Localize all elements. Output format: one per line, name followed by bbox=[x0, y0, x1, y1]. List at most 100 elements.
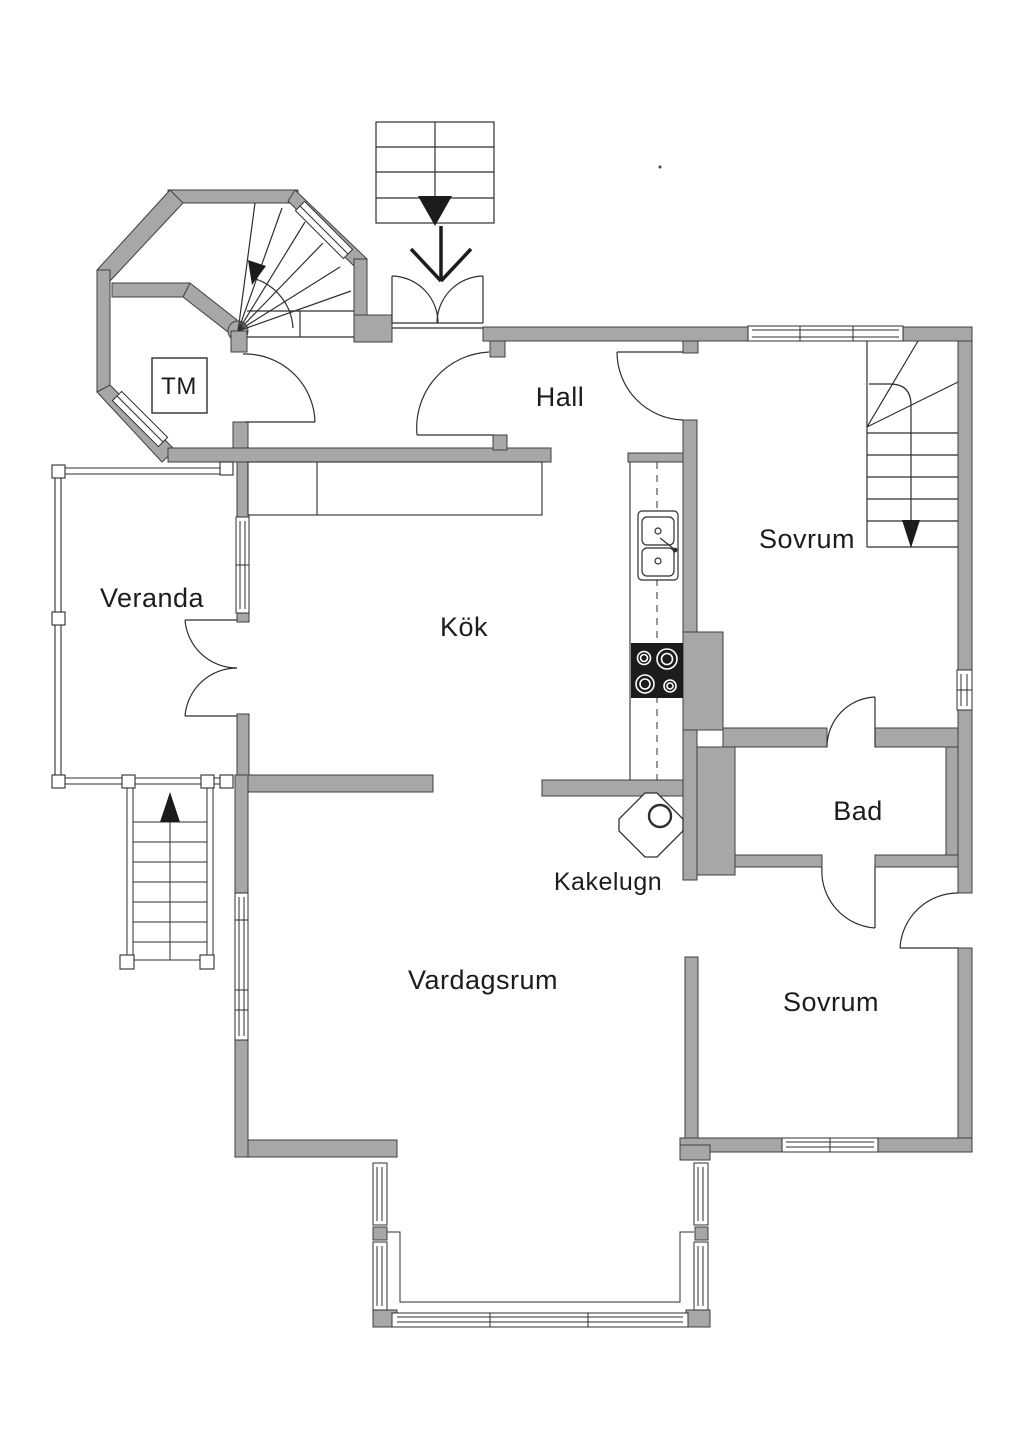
walls bbox=[96, 189, 973, 1328]
stair-down-arrow bbox=[418, 196, 452, 226]
wall bbox=[111, 282, 191, 298]
wall bbox=[945, 746, 959, 856]
stair-up-arrow bbox=[160, 792, 180, 822]
wall bbox=[167, 189, 299, 204]
lines bbox=[126, 121, 959, 1303]
wall bbox=[236, 612, 250, 623]
wall bbox=[734, 854, 823, 868]
wall bbox=[722, 727, 828, 748]
labels: Hall Sovrum Veranda Kök Bad Kakelugn Var… bbox=[100, 373, 883, 1017]
veranda-structure bbox=[51, 461, 234, 970]
wall bbox=[682, 340, 699, 354]
window-top-bedroom bbox=[747, 325, 904, 342]
washing-machine bbox=[151, 357, 208, 414]
room-label-veranda: Veranda bbox=[100, 583, 205, 613]
wall bbox=[182, 282, 238, 333]
kakelugn-stove bbox=[618, 792, 684, 858]
outdoor-stair bbox=[126, 788, 214, 962]
entrance-double-door bbox=[391, 275, 484, 324]
window-right-bedroom bbox=[956, 669, 973, 711]
door-veranda-double bbox=[184, 619, 238, 717]
veranda-post bbox=[51, 774, 66, 789]
wall bbox=[902, 326, 973, 342]
room-label-hall: Hall bbox=[536, 382, 585, 412]
door-hall-to-bedroom bbox=[616, 351, 684, 421]
veranda-post bbox=[200, 774, 215, 789]
wall bbox=[353, 314, 393, 343]
wall bbox=[696, 746, 736, 876]
entry-arrow-icon bbox=[409, 226, 473, 283]
window-livingroom-west bbox=[234, 892, 249, 1041]
window-bay-left-upper bbox=[372, 1162, 388, 1226]
room-label-kakelugn: Kakelugn bbox=[554, 868, 662, 896]
stair-down-arrow bbox=[902, 520, 920, 548]
wall bbox=[627, 452, 684, 463]
wall bbox=[874, 727, 959, 748]
wall bbox=[874, 854, 959, 868]
door-tower-to-vestibule bbox=[242, 353, 316, 423]
wall bbox=[877, 1137, 973, 1153]
kitchen-island bbox=[629, 462, 658, 780]
veranda-post bbox=[51, 464, 66, 479]
wall bbox=[236, 461, 250, 518]
wall bbox=[234, 1039, 249, 1158]
wall bbox=[236, 713, 250, 776]
door-vestibule-to-hall bbox=[416, 351, 493, 436]
window-bedroom-south bbox=[781, 1137, 879, 1153]
window-bay-right-lower bbox=[693, 1241, 709, 1311]
wall bbox=[957, 340, 973, 671]
wall bbox=[684, 956, 699, 1141]
bedroom-stair bbox=[866, 340, 959, 548]
outdoor-stair-post bbox=[199, 954, 215, 970]
wall bbox=[489, 340, 506, 358]
doors bbox=[184, 275, 959, 949]
room-label-kok: Kök bbox=[440, 612, 488, 642]
veranda-post bbox=[51, 611, 66, 626]
wall bbox=[372, 1226, 388, 1241]
room-label-sovrum-lower: Sovrum bbox=[783, 987, 879, 1017]
window-bay-right-upper bbox=[693, 1162, 709, 1226]
sink bbox=[637, 510, 679, 581]
wall bbox=[96, 189, 184, 282]
wall bbox=[247, 774, 434, 793]
veranda-post bbox=[219, 461, 234, 476]
stove bbox=[631, 643, 683, 698]
door-exterior-side bbox=[899, 892, 959, 949]
room-label-bad: Bad bbox=[833, 796, 883, 826]
wall bbox=[247, 1139, 398, 1158]
wall bbox=[682, 631, 724, 731]
door-bath-to-lower-bedroom bbox=[821, 866, 876, 929]
room-label-sovrum-upper: Sovrum bbox=[759, 524, 855, 554]
room-label-tm: TM bbox=[161, 373, 197, 400]
window-bay-south bbox=[391, 1312, 689, 1328]
kitchen-counter bbox=[247, 461, 543, 516]
window-kitchen-west bbox=[235, 516, 250, 614]
wall bbox=[957, 947, 973, 1153]
wall bbox=[230, 330, 248, 353]
veranda-post bbox=[121, 774, 136, 789]
outdoor-stair-post bbox=[119, 954, 135, 970]
wall bbox=[492, 434, 508, 451]
wall bbox=[679, 1144, 711, 1161]
wall bbox=[353, 258, 368, 320]
veranda-post bbox=[219, 774, 234, 789]
windows bbox=[111, 200, 973, 1328]
wall bbox=[682, 419, 698, 633]
spiral-stair bbox=[237, 202, 354, 338]
wall bbox=[541, 779, 684, 797]
window-tower-southwest bbox=[111, 390, 169, 448]
window-tower-northeast bbox=[294, 200, 354, 260]
entrance-stair-symbol bbox=[375, 121, 495, 226]
wall bbox=[96, 269, 111, 393]
wall bbox=[234, 774, 249, 894]
wall bbox=[682, 729, 698, 881]
fixtures bbox=[151, 357, 684, 858]
window-bay-left-lower bbox=[372, 1241, 388, 1311]
wall bbox=[957, 709, 973, 894]
wall bbox=[694, 1226, 709, 1241]
stair-down-arrow bbox=[248, 260, 266, 285]
wall bbox=[685, 1309, 711, 1328]
room-label-vardagsrum: Vardagsrum bbox=[408, 965, 558, 995]
